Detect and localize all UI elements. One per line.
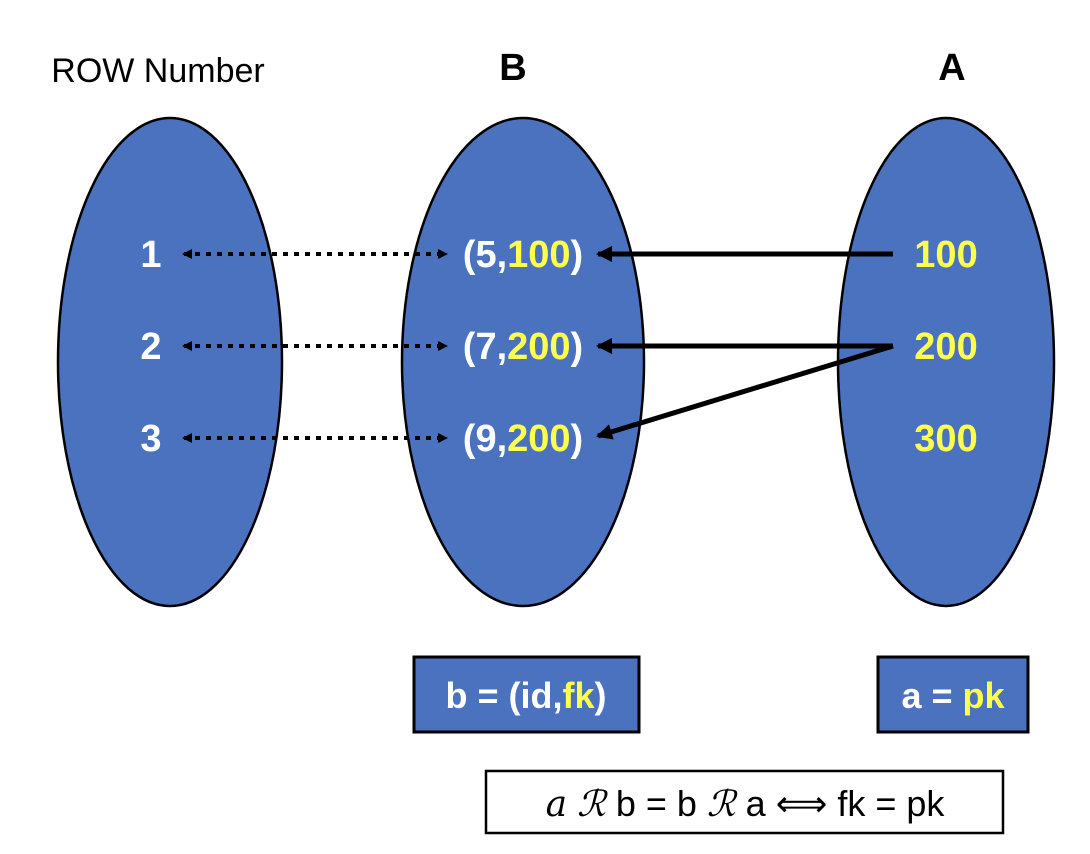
b-element-1: (5,100)	[463, 234, 583, 276]
formula-box: a ℛ b = b ℛ a ⟺ fk = pk	[484, 769, 1005, 835]
legend-b: b = (id,fk)	[412, 655, 641, 734]
set-a-elements: 100 200 300	[914, 234, 977, 460]
b-element-2: (7,200)	[463, 326, 583, 368]
a-b-arrow-200-9	[596, 343, 894, 440]
row-number-2: 2	[140, 326, 161, 368]
row-number-3: 3	[140, 418, 161, 460]
legend-b-text: b = (id,fk)	[445, 675, 606, 716]
heading-row-number: ROW Number	[51, 52, 264, 90]
row-number-elements: 1 2 3	[140, 234, 161, 460]
legend-b-box	[412, 655, 641, 734]
a-element-200: 200	[914, 326, 977, 368]
formula-text: a ℛ b = b ℛ a ⟺ fk = pk	[546, 783, 946, 825]
row-number-1: 1	[140, 234, 161, 276]
a-element-300: 300	[914, 418, 977, 460]
heading-set-a: A	[938, 47, 965, 89]
b-element-3: (9,200)	[463, 418, 583, 460]
legend-a-box	[876, 655, 1030, 734]
heading-set-b: B	[499, 47, 526, 89]
a-element-100: 100	[914, 234, 977, 276]
a-to-b-arrows	[596, 246, 894, 440]
set-b-elements: (5,100) (7,200) (9,200)	[463, 234, 583, 460]
ellipse-set-b	[400, 116, 646, 608]
ellipse-row-number	[56, 116, 284, 608]
legend-a-text: a = pk	[901, 675, 1005, 716]
formula-border	[484, 769, 1005, 835]
legend-a: a = pk	[876, 655, 1030, 734]
